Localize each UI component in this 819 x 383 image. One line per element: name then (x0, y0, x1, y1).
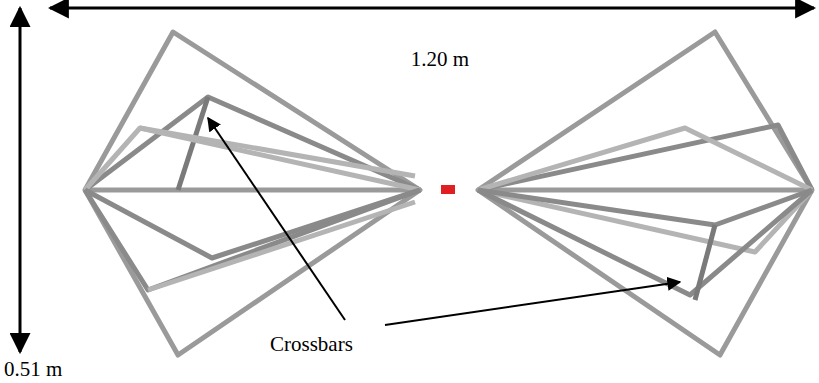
inner-wire (478, 190, 812, 295)
outer-wire (85, 32, 420, 355)
dimension-label: 0.51 m (2, 358, 64, 381)
inner-wire (478, 125, 812, 190)
inner-wire (85, 190, 420, 258)
leader-arrow (385, 282, 680, 325)
inner-wire (85, 97, 420, 190)
inner-wire (478, 128, 812, 190)
dimension-label: 1.20 m (409, 48, 471, 71)
inner-wire (140, 128, 415, 176)
inner-wire (85, 190, 420, 290)
callout-label: Crossbars (268, 333, 355, 356)
inner-wire (478, 190, 812, 252)
feed-point (441, 185, 455, 194)
outer-wire (478, 32, 812, 355)
leader-arrow (208, 118, 345, 320)
inner-wire (85, 128, 420, 190)
axis-wire (85, 188, 420, 193)
inner-wire (478, 190, 812, 225)
dimension-arrow (50, 7, 814, 10)
axis-wire (478, 188, 812, 193)
crossbar (695, 225, 715, 300)
inner-wire (148, 202, 415, 290)
dimension-arrow (19, 8, 22, 352)
wire-frame (85, 32, 812, 355)
